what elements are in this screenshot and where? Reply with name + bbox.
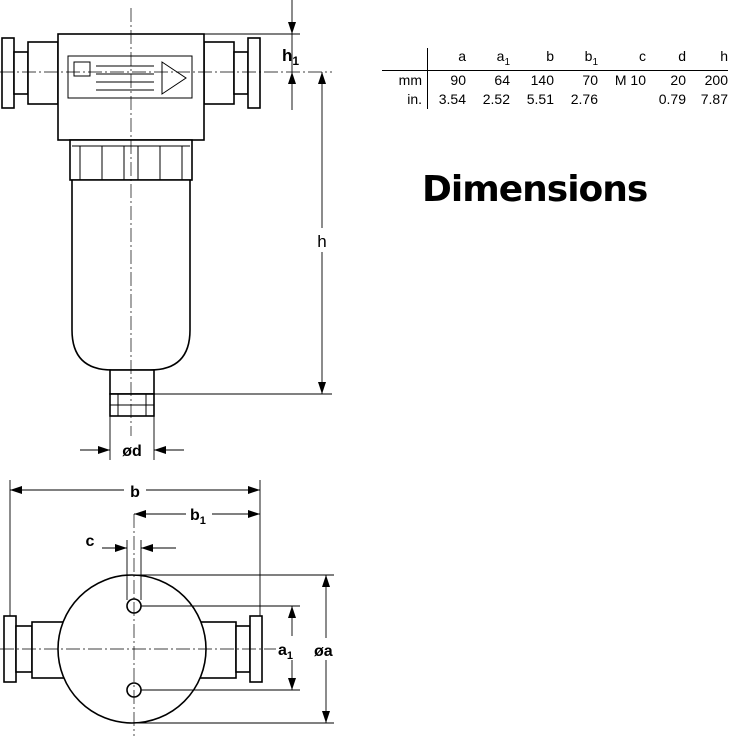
dimension-h1: h1 (204, 0, 300, 110)
table-cell: 7.87 (700, 91, 728, 108)
unit-cell: mm (382, 70, 428, 90)
header-b: b (510, 48, 554, 71)
table-header-row: a a1 b b1 c d h (382, 48, 728, 71)
header-h: h (686, 48, 728, 71)
table-cell: 90 (450, 72, 466, 89)
dim-label-b1: b1 (190, 507, 206, 527)
table-cell: 0.79 (658, 91, 686, 108)
table-cell: 3.54 (438, 91, 466, 108)
header-d: d (646, 48, 686, 71)
page-title: Dimensions (422, 169, 648, 210)
dimension-b: b (9, 480, 261, 616)
flow-arrow-icon (161, 61, 187, 95)
table-row: in. 3.54 2.52 5.51 2.76 0.79 7.87 (382, 89, 728, 109)
front-view: h1 h ød (0, 0, 332, 460)
drain-neck (109, 369, 155, 395)
drain-nut (109, 393, 155, 417)
header-a1: a1 (466, 48, 510, 71)
header-b1: b1 (554, 48, 598, 71)
header-a: a (427, 48, 466, 71)
table-cell: 2.52 (482, 91, 510, 108)
dim-label-d: ød (122, 443, 142, 460)
dim-label-a1: a1 (278, 642, 293, 662)
dimension-a1: a1 (141, 605, 302, 691)
dimensions-table: a a1 b b1 c d h mm 90 64 140 70 M 10 20 … (382, 48, 728, 109)
table-corner-cell (382, 48, 428, 71)
top-view: b b1 c a1 (0, 480, 344, 736)
dimension-b1: b1 (134, 503, 260, 527)
dim-label-a: øa (314, 643, 333, 660)
unit-cell: in. (382, 89, 428, 109)
dimension-c: c (86, 533, 176, 600)
left-connector (1, 37, 59, 109)
flow-label-plate (67, 55, 193, 99)
dim-label-h: h (317, 232, 326, 251)
dimension-a: øa (132, 574, 344, 724)
table-cell: 2.76 (570, 91, 598, 108)
table-cell: 70 (582, 72, 598, 89)
dim-label-h1: h1 (282, 46, 299, 68)
table-cell: 200 (704, 72, 728, 89)
header-c: c (598, 48, 646, 71)
table-cell: M 10 (614, 72, 646, 89)
dimension-d: ød (80, 416, 184, 460)
table-cell: 64 (494, 72, 510, 89)
dim-label-b: b (130, 484, 140, 501)
table-row: mm 90 64 140 70 M 10 20 200 (382, 70, 728, 90)
table-cell: 20 (670, 72, 686, 89)
dimension-h: h (154, 72, 332, 395)
right-connector (203, 37, 261, 109)
dim-label-c: c (86, 533, 95, 550)
table-cell: 140 (530, 72, 554, 89)
table-cell: 5.51 (526, 91, 554, 108)
table-cell (598, 90, 646, 109)
